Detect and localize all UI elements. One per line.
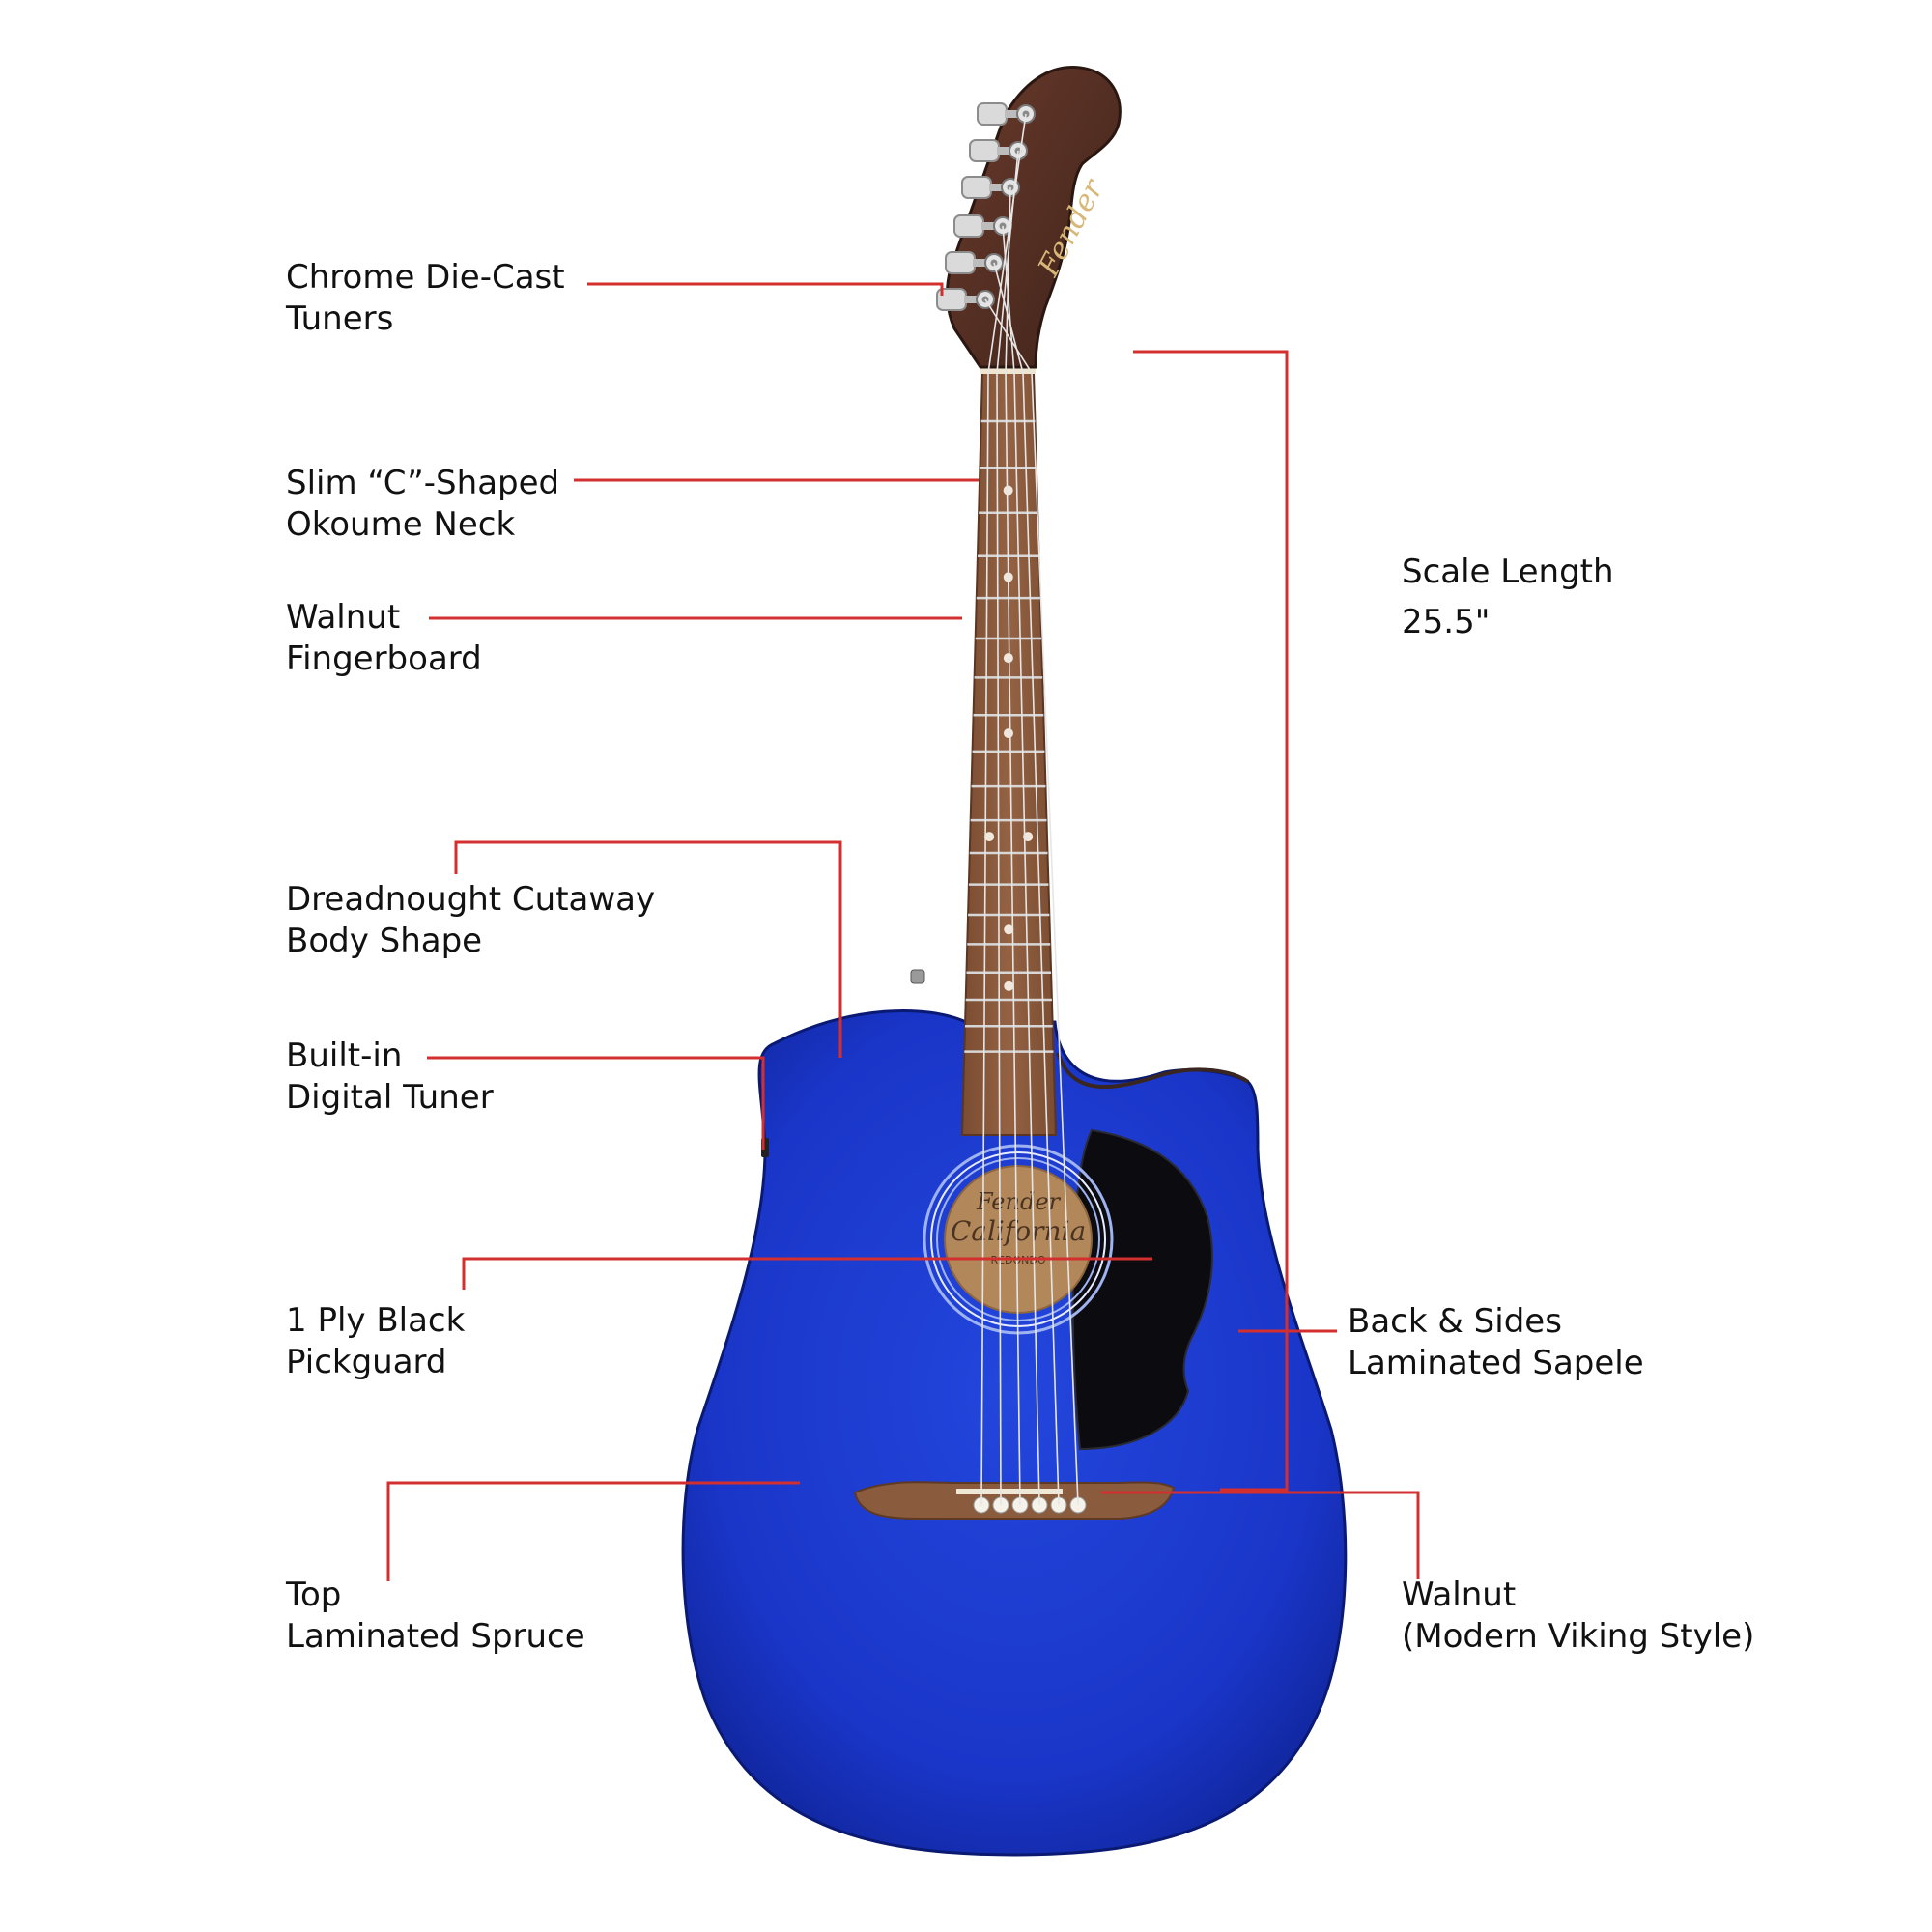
tuner-peg: [936, 288, 995, 311]
soundhole: Fender California REDONDO: [923, 1144, 1114, 1335]
leader-bridge: [1101, 1491, 1420, 1579]
string: [1005, 372, 1021, 1506]
callout-pickguard: 1 Ply Black Pickguard: [286, 1301, 466, 1381]
string-head: [984, 298, 1033, 374]
string-head: [1002, 225, 1015, 374]
callout-scale-length: Scale Length 25.5": [1402, 553, 1614, 641]
leader-lines: [386, 282, 1420, 1581]
leader-tuners: [587, 282, 944, 296]
leader-tuner: [427, 1056, 765, 1150]
bridge: [853, 1481, 1176, 1520]
inlay-dot: [1003, 653, 1013, 664]
string: [980, 372, 989, 1506]
string-head: [996, 150, 1019, 374]
callout-fingerboard: Walnut Fingerboard: [286, 598, 482, 678]
body-outline: [681, 1009, 1348, 1857]
callout-bridge: Walnut (Modern Viking Style): [1402, 1576, 1755, 1656]
callout-back-sides: Back & Sides Laminated Sapele: [1348, 1302, 1644, 1382]
callout-top: Top Laminated Spruce: [286, 1576, 585, 1656]
soundhole-label-model: California: [951, 1215, 1086, 1247]
callout-body-shape: Dreadnought Cutaway Body Shape: [286, 880, 656, 960]
leader-pickguard: [462, 1257, 1152, 1290]
headstock: Fender: [936, 66, 1122, 369]
string: [1022, 372, 1060, 1506]
string-head: [1005, 186, 1011, 374]
string-head: [987, 113, 1027, 374]
inlay-dot: [1004, 980, 1014, 991]
inlay-dot: [984, 832, 995, 842]
callout-digital-tuner: Built-in Digital Tuner: [286, 1037, 494, 1117]
string-head: [993, 262, 1024, 374]
leader-scale: [1133, 350, 1289, 1492]
string: [1013, 372, 1040, 1506]
neck: [960, 367, 1058, 1136]
chrome-tuners: [936, 102, 1036, 311]
leader-body-shape: [454, 840, 842, 1058]
strap-button: [910, 969, 925, 984]
strings: [980, 113, 1079, 1506]
inlay-dot: [1003, 485, 1013, 496]
callout-neck: Slim “C”-Shaped Okoume Neck: [286, 464, 560, 544]
string: [996, 372, 1002, 1506]
nut: [980, 367, 1036, 374]
tuner-peg: [969, 139, 1028, 162]
leader-top: [386, 1481, 800, 1581]
frets: [964, 419, 1054, 1053]
tuner-peg: [977, 102, 1036, 126]
inlay-dot: [1004, 924, 1014, 935]
cutaway-binding: [1056, 1052, 1250, 1089]
string: [1031, 372, 1079, 1506]
inlay-dot: [1023, 832, 1034, 842]
inlay-dot: [1003, 728, 1013, 739]
callout-tuners: Chrome Die-Cast Tuners: [286, 258, 565, 338]
soundhole-label-brand: Fender: [976, 1188, 1062, 1215]
